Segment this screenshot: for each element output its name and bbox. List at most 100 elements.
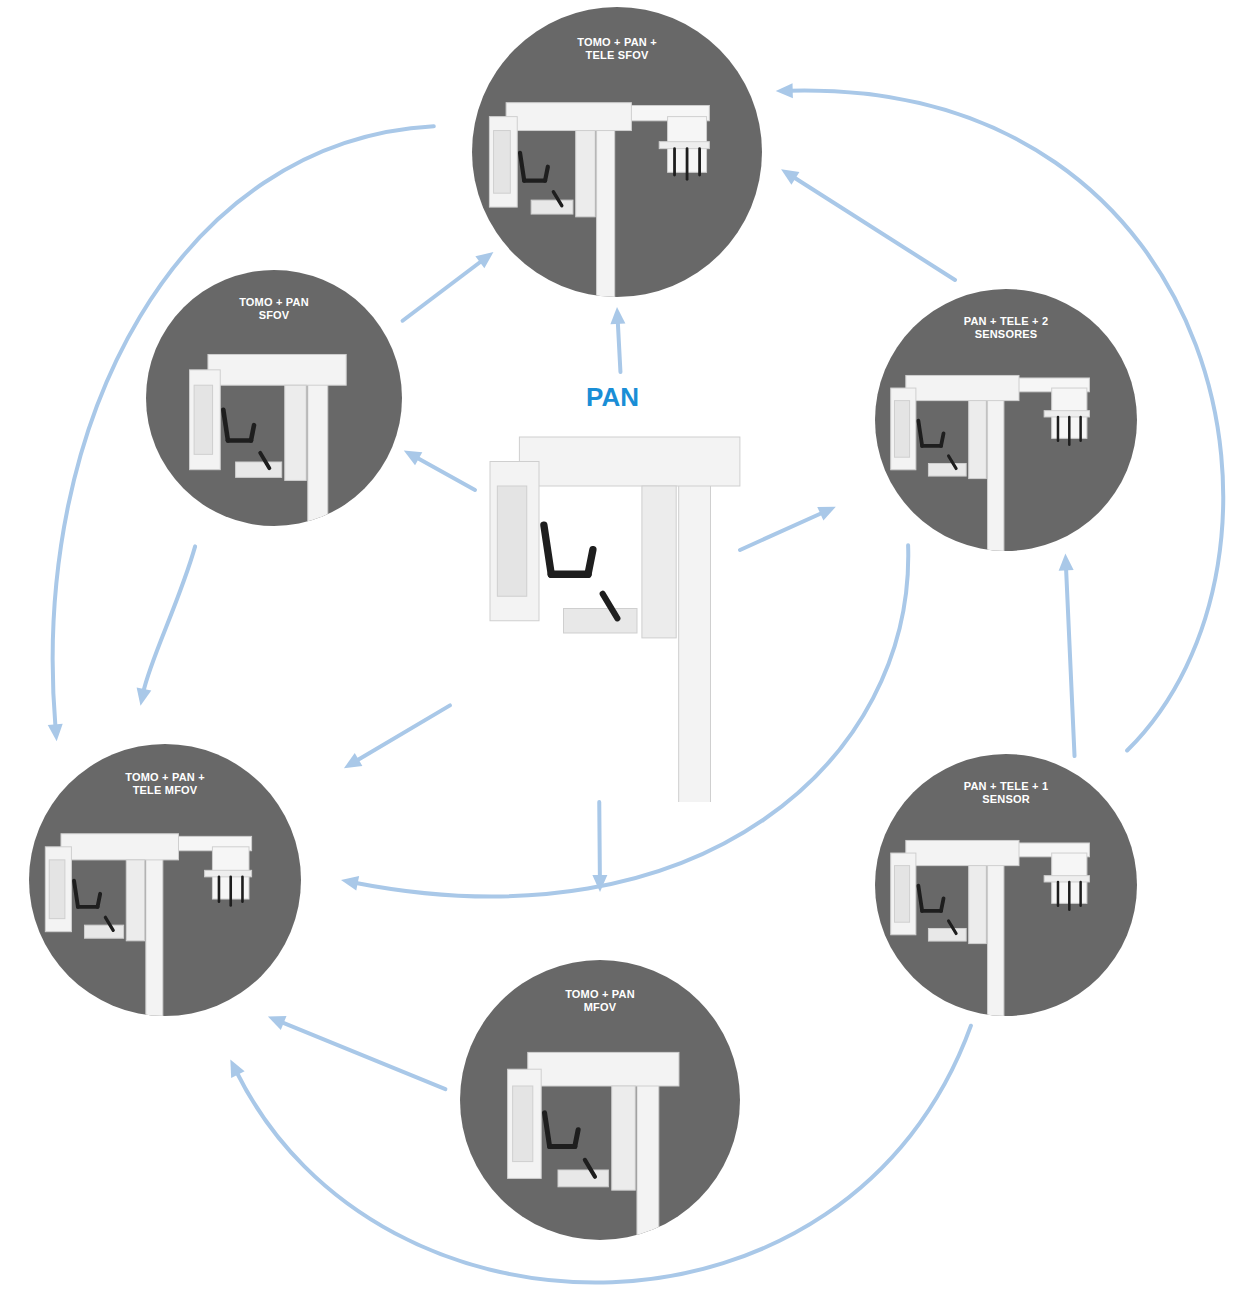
device-part	[906, 840, 1019, 865]
device-part	[528, 1052, 679, 1086]
device-part	[928, 928, 966, 941]
arrow-head	[268, 1016, 287, 1030]
device-part	[564, 609, 638, 634]
device-part	[513, 1086, 533, 1162]
arrow-head	[610, 307, 625, 324]
device-handle	[218, 877, 221, 902]
device-part	[146, 840, 163, 1016]
device-part	[126, 860, 144, 941]
connector-arrow	[776, 83, 1224, 750]
connector-arrow	[740, 507, 836, 550]
device-handle	[949, 456, 957, 469]
device-handle	[551, 571, 588, 578]
connector-line	[53, 126, 434, 727]
device-part	[506, 103, 631, 131]
connector-line	[281, 1022, 446, 1089]
device-handle	[1057, 417, 1060, 441]
device-part	[49, 860, 65, 919]
device-part	[1044, 411, 1089, 417]
device-part	[988, 382, 1004, 551]
device-part	[497, 486, 526, 596]
device-illustration	[480, 382, 745, 802]
device-handle	[585, 1160, 595, 1177]
device-part	[194, 385, 212, 454]
connector-line	[403, 261, 483, 321]
connector-line	[790, 91, 1224, 751]
device-handle	[698, 149, 701, 175]
connector-line	[597, 802, 602, 878]
device-part	[519, 437, 740, 486]
device-handle	[260, 453, 269, 468]
device-handle	[949, 921, 957, 934]
circle-node: TOMO + PAN + TELE SFOV	[472, 7, 762, 297]
device-handle	[545, 167, 548, 181]
device-part	[1044, 876, 1089, 882]
device-part	[612, 1086, 636, 1190]
device-handle	[941, 433, 944, 446]
arrow-head	[230, 1059, 244, 1078]
device-handle	[241, 877, 244, 902]
device-handle	[223, 410, 228, 441]
connector-arrow	[48, 126, 434, 741]
device-handle	[588, 550, 593, 575]
device-handle	[1079, 882, 1082, 906]
device-handle	[105, 917, 113, 930]
circle-node: TOMO + PAN MFOV	[460, 960, 740, 1240]
device-part	[891, 388, 916, 470]
device-handle	[918, 886, 922, 911]
device-handle	[1079, 417, 1082, 441]
device-part	[208, 354, 346, 385]
device-handle	[1057, 882, 1060, 906]
device-part	[597, 110, 615, 297]
connector-line	[355, 545, 909, 896]
device-handle	[520, 153, 524, 181]
device-handle	[78, 905, 98, 909]
device-handle	[673, 149, 676, 175]
device-illustration	[508, 1052, 679, 1240]
device-part	[558, 1170, 608, 1187]
device-part	[637, 1061, 659, 1240]
connector-arrow	[344, 705, 450, 768]
device-handle	[545, 1113, 550, 1147]
device-part	[190, 370, 221, 470]
device-handle	[228, 438, 251, 443]
center-node: PAN	[480, 382, 745, 802]
device-illustration	[489, 103, 709, 297]
circle-node: PAN + TELE + 2 SENSORES	[875, 289, 1137, 551]
device-illustration	[891, 375, 1090, 551]
device-part	[205, 870, 252, 877]
device-part	[891, 853, 916, 935]
circle-node: TOMO + PAN SFOV	[146, 270, 402, 526]
circle-label: TOMO + PAN MFOV	[550, 988, 650, 1014]
arrow-head	[137, 688, 152, 706]
device-illustration	[45, 834, 251, 1016]
device-part	[894, 401, 909, 458]
device-part	[308, 362, 328, 526]
circle-shape	[146, 270, 402, 526]
connector-arrow	[403, 252, 494, 321]
device-part	[642, 486, 676, 638]
arrow-head	[344, 753, 362, 768]
circle-label: PAN + TELE + 2 SENSORES	[956, 315, 1056, 341]
device-part	[489, 117, 517, 207]
connector-line	[793, 177, 955, 280]
arrow-head	[341, 876, 359, 891]
device-part	[45, 847, 71, 932]
connector-arrow	[610, 307, 625, 372]
device-handle	[550, 1144, 575, 1149]
circle-node: TOMO + PAN + TELE MFOV	[29, 744, 301, 1016]
circle-label: TOMO + PAN + TELE MFOV	[115, 771, 215, 797]
circle-node: PAN + TELE + 1 SENSOR	[875, 754, 1137, 1016]
device-illustration	[490, 437, 740, 802]
connector-arrow	[404, 450, 475, 489]
device-part	[906, 375, 1019, 400]
device-handle	[74, 881, 78, 907]
circle-shape	[460, 960, 740, 1240]
device-part	[679, 449, 711, 802]
device-part	[969, 401, 987, 479]
connector-line	[618, 321, 621, 372]
circle-label: TOMO + PAN SFOV	[224, 296, 324, 322]
circle-shape	[472, 7, 762, 297]
device-illustration	[190, 354, 347, 526]
